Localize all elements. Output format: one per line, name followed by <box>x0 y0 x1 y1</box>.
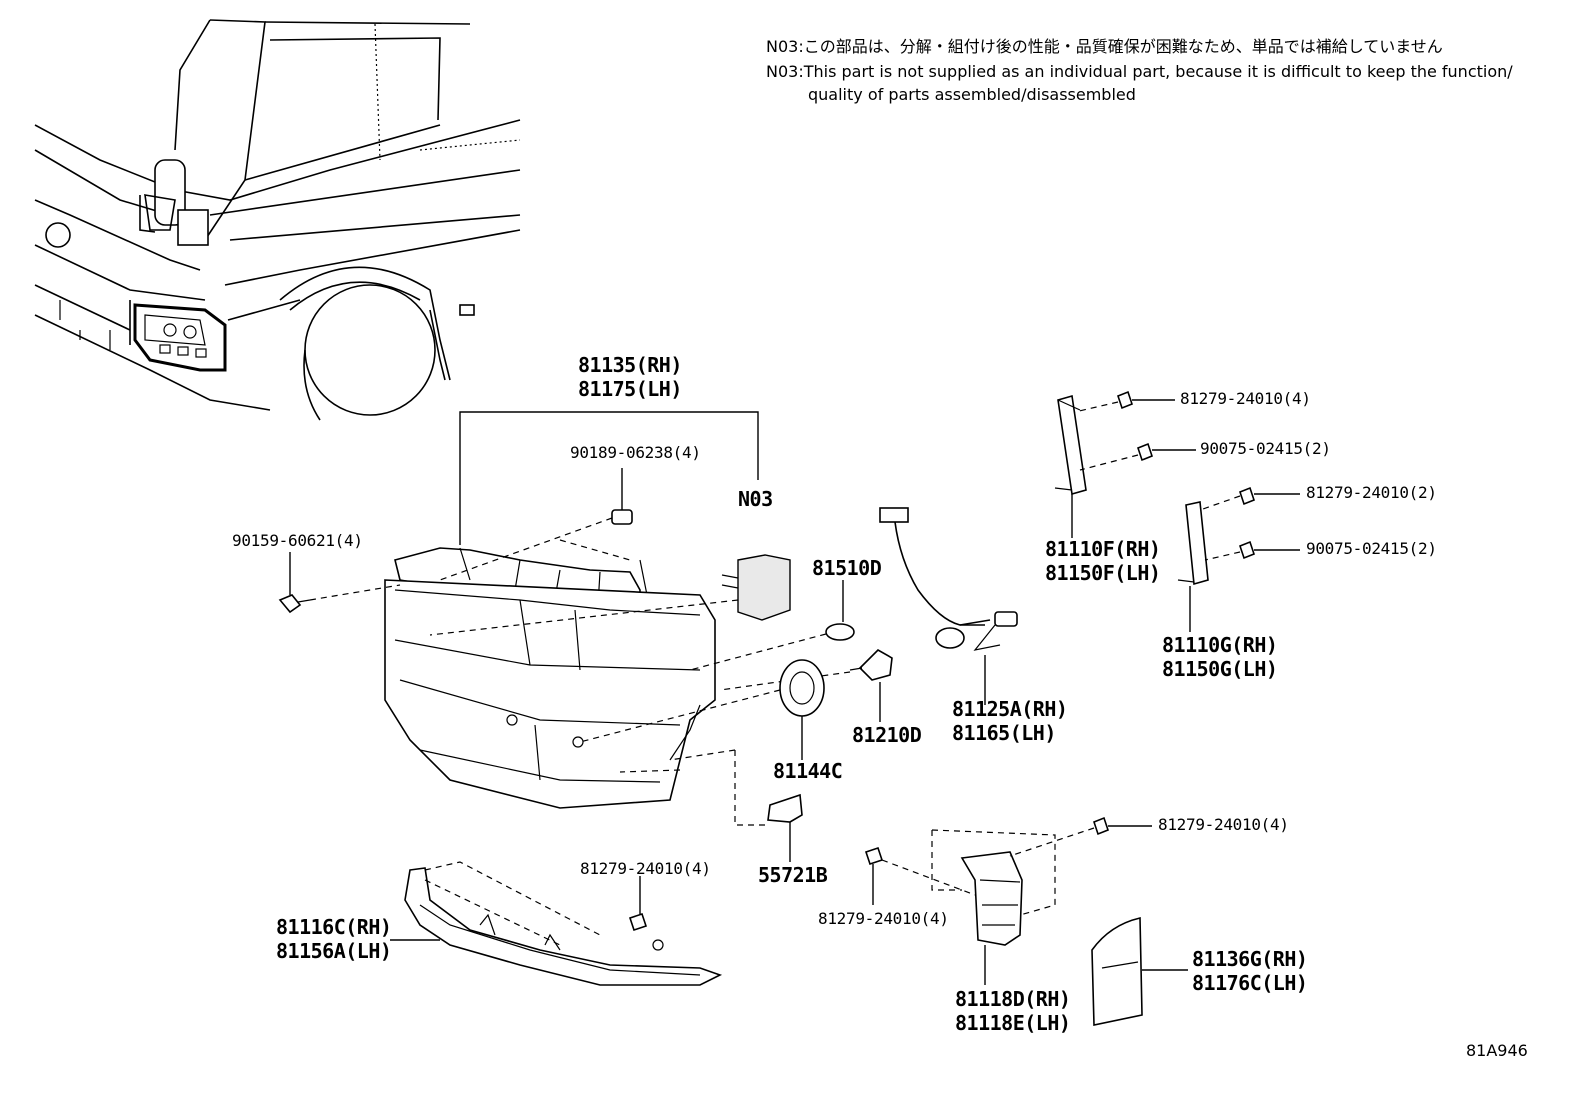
label-clip-55721b: 55721B <box>758 863 828 887</box>
vehicle-illustration <box>34 19 521 421</box>
screw-90159 <box>278 594 311 614</box>
gasket-81136g <box>1091 916 1143 1026</box>
label-screw-side-b: 81279-24010(4) <box>818 909 949 928</box>
label-bulb-81210d: 81210D <box>852 723 922 747</box>
label-n03: N03 <box>738 487 773 511</box>
note-en-line1: N03:This part is not supplied as an indi… <box>766 62 1513 81</box>
label-screw-side-a: 81279-24010(4) <box>1158 815 1289 834</box>
screw-81279-f <box>1117 390 1133 410</box>
screw-81279-side-a <box>1093 816 1109 836</box>
label-lower-bracket-lh: 81156A(LH) <box>276 939 391 963</box>
screw-90075-f <box>1137 442 1153 462</box>
screw-81279-lower <box>628 912 648 932</box>
note-jp: N03:この部品は、分解・組付け後の性能・品質確保が困難なため、単品では補給して… <box>766 37 1443 56</box>
label-bulb-81510d: 81510D <box>812 556 882 580</box>
leveling-motor-n03 <box>721 554 791 621</box>
bracket-81110g <box>1177 501 1209 586</box>
label-socket-lh: 81165(LH) <box>952 721 1056 745</box>
label-bracket-g-lh: 81150G(LH) <box>1162 657 1277 681</box>
diagram-code: 81A946 <box>1466 1041 1528 1060</box>
label-headlamp-rh: 81135(RH) <box>578 353 682 377</box>
label-screw-90159: 90159-60621(4) <box>232 531 363 550</box>
label-bracket-f-rh: 81110F(RH) <box>1045 537 1160 561</box>
label-gasket-lh: 81176C(LH) <box>1192 971 1307 995</box>
label-screw-bracket-g-b: 90075-02415(2) <box>1306 539 1437 558</box>
label-side-bracket-rh: 81118D(RH) <box>955 987 1070 1011</box>
label-side-bracket-lh: 81118E(LH) <box>955 1011 1070 1035</box>
label-socket-rh: 81125A(RH) <box>952 697 1067 721</box>
label-lower-bracket-rh: 81116C(RH) <box>276 915 391 939</box>
screw-90189 <box>611 509 633 525</box>
screw-81279-g <box>1239 486 1255 506</box>
screw-90075-g <box>1239 540 1255 560</box>
label-gasket-rh: 81136G(RH) <box>1192 947 1307 971</box>
label-screw-90189: 90189-06238(4) <box>570 443 701 462</box>
label-bracket-f-lh: 81150F(LH) <box>1045 561 1160 585</box>
note-en-line2: quality of parts assembled/disassembled <box>808 85 1136 104</box>
bulb-81510d <box>825 623 855 641</box>
side-bracket-81118d <box>960 851 1023 946</box>
label-screw-bracket-f-a: 81279-24010(4) <box>1180 389 1311 408</box>
bulb-81210d <box>849 649 893 681</box>
bracket-81110f <box>1054 394 1087 496</box>
label-headlamp-lh: 81175(LH) <box>578 377 682 401</box>
screw-81279-side-b <box>864 846 884 866</box>
label-screw-bracket-f-b: 90075-02415(2) <box>1200 439 1331 458</box>
lower-bracket-81116c <box>404 867 723 986</box>
headlamp-assembly <box>384 547 716 809</box>
label-screw-lower-a: 81279-24010(4) <box>580 859 711 878</box>
cover-81144c <box>779 659 825 717</box>
label-cover-81144c: 81144C <box>773 759 842 783</box>
clip-55721b <box>767 793 803 823</box>
socket-wire-harness <box>879 507 1018 651</box>
label-bracket-g-rh: 81110G(RH) <box>1162 633 1277 657</box>
label-screw-bracket-g-a: 81279-24010(2) <box>1306 483 1437 502</box>
